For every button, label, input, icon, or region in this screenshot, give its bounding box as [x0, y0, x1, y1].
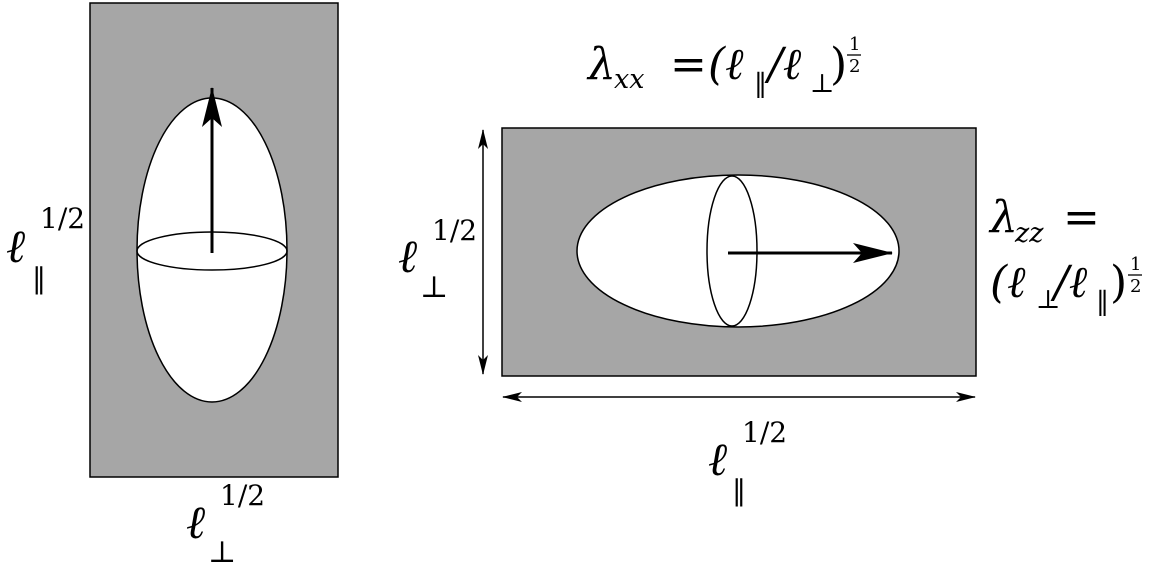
label-base: ℓ: [186, 495, 206, 549]
formula-lambda: λ: [988, 192, 1018, 243]
formula-sub1: ⊥: [1036, 285, 1060, 315]
formula-exp-num: 1: [1130, 254, 1141, 275]
label-superscript: 1/2: [220, 479, 265, 512]
left-horizontal-label: ℓ 1/2 ⊥: [186, 479, 270, 567]
right-horizontal-label: ℓ 1/2 ‖: [708, 416, 792, 507]
label-superscript: 1/2: [40, 202, 85, 235]
formula-equals: =: [670, 39, 707, 90]
formula-sub1: ‖: [754, 69, 767, 99]
formula-open: (ℓ: [708, 39, 744, 90]
left-panel: ℓ 1/2 ‖ ℓ 1/2 ⊥: [6, 2, 339, 567]
label-subscript: ⊥: [420, 270, 448, 305]
formula-exp-den: 2: [1130, 276, 1141, 297]
formula-lambda: λ: [586, 39, 616, 90]
lambda-xx-formula: λ xx = (ℓ ‖ /ℓ ⊥ ) 1 2: [586, 34, 866, 99]
formula-exp-den: 2: [849, 56, 860, 77]
right-panel: λ xx = (ℓ ‖ /ℓ ⊥ ) 1 2 λ zz = (ℓ ⊥ /ℓ ‖ …: [398, 34, 1147, 507]
label-base: ℓ: [398, 229, 418, 283]
label-subscript: ‖: [732, 474, 746, 507]
formula-equals: =: [1063, 192, 1100, 243]
formula-lambda-subscript: zz: [1014, 218, 1044, 249]
right-vertical-label: ℓ 1/2 ⊥: [398, 214, 482, 305]
formula-slash: /ℓ: [1050, 257, 1088, 308]
label-base: ℓ: [6, 219, 26, 273]
label-subscript: ⊥: [208, 535, 236, 567]
formula-sub2: ⊥: [810, 69, 834, 99]
label-superscript: 1/2: [742, 416, 787, 449]
right-ellipsoid: [576, 174, 900, 328]
label-superscript: 1/2: [432, 214, 477, 247]
left-vertical-label: ℓ 1/2 ‖: [6, 202, 90, 295]
formula-close: ): [830, 39, 847, 90]
label-base: ℓ: [708, 432, 728, 486]
formula-open: (ℓ: [990, 257, 1026, 308]
right-equator-ellipse: [706, 175, 758, 327]
formula-close: ): [1110, 257, 1127, 308]
lambda-zz-formula: λ zz = (ℓ ⊥ /ℓ ‖ ) 1 2: [988, 192, 1147, 317]
formula-lambda-subscript: xx: [614, 64, 644, 95]
formula-slash: /ℓ: [764, 39, 802, 90]
formula-exp-num: 1: [849, 34, 860, 55]
label-subscript: ‖: [32, 262, 46, 295]
formula-sub2: ‖: [1096, 287, 1109, 317]
